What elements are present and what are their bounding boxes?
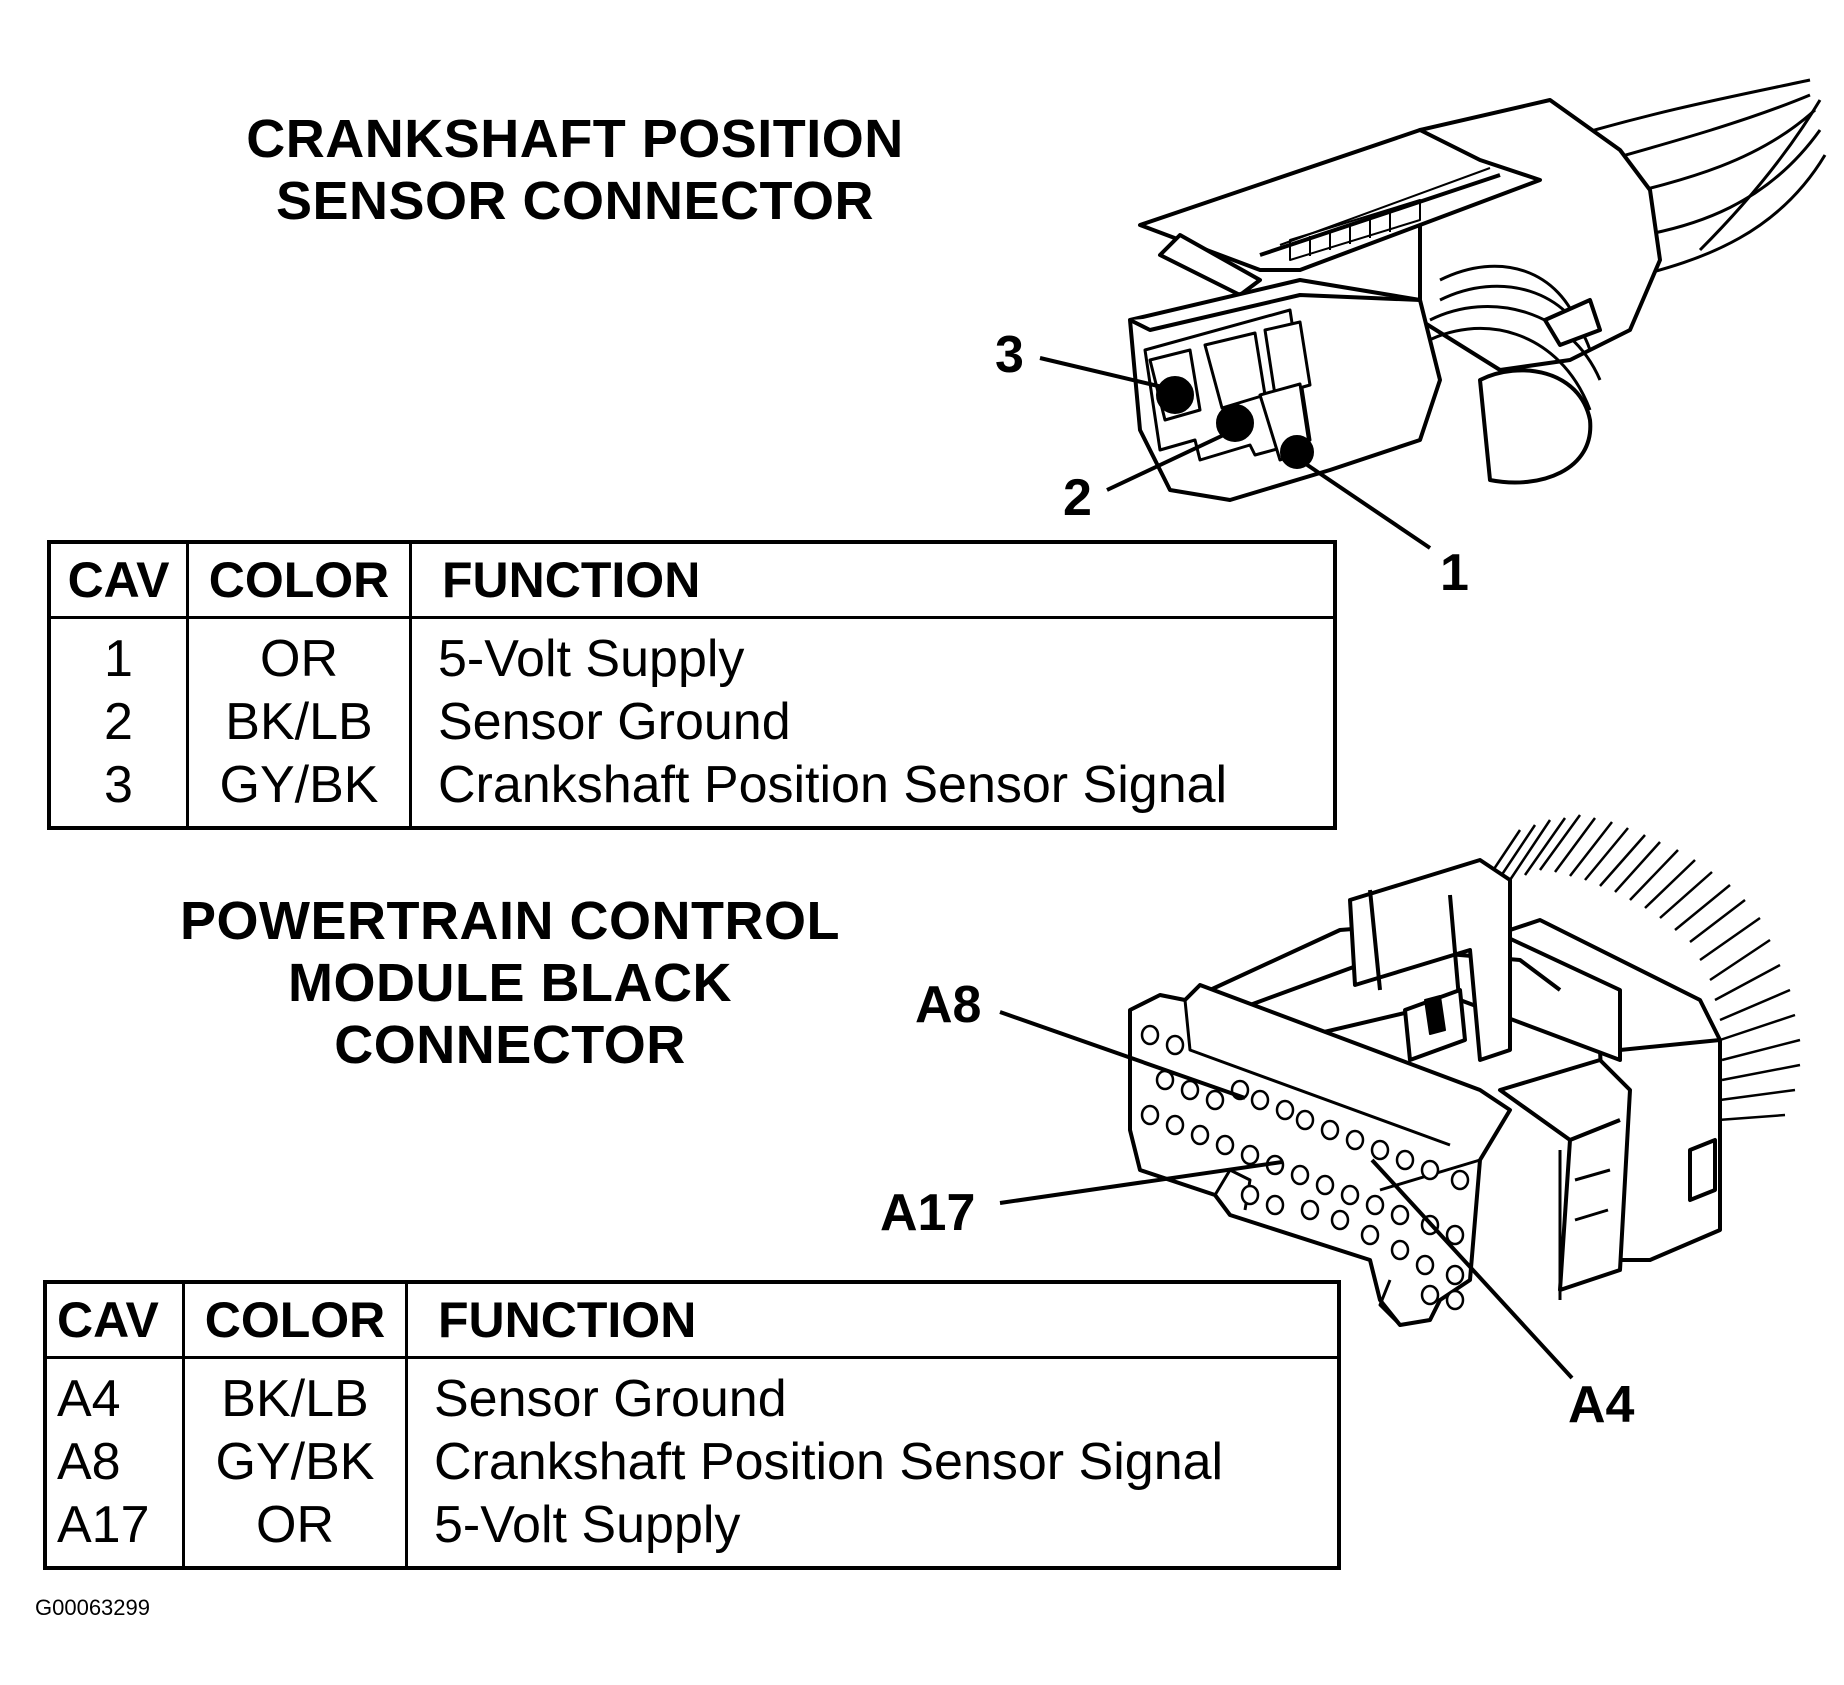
header-function: FUNCTION xyxy=(410,542,1335,619)
cell-color: OR xyxy=(183,1493,408,1568)
table-row: A4 BK/LB Sensor Ground xyxy=(45,1357,1339,1430)
cell-function: Sensor Ground xyxy=(438,692,791,751)
table-row: A8 GY/BK Crankshaft Position Sensor Sign… xyxy=(45,1430,1339,1493)
cell-function: Crankshaft Position Sensor Signal xyxy=(434,1432,1224,1491)
cell-function: Crankshaft Position Sensor Signal xyxy=(438,755,1228,814)
pcm-callout-a17: A17 xyxy=(880,1184,975,1242)
pcm-connector-drawing xyxy=(1128,814,1801,1327)
cell-color: BK/LB xyxy=(187,690,412,753)
table-header-row: CAV COLOR FUNCTION xyxy=(49,542,1335,619)
table-row: 1 OR 5-Volt Supply xyxy=(49,617,1335,690)
crankshaft-connector-drawing xyxy=(1128,78,1827,502)
header-function: FUNCTION xyxy=(406,1282,1339,1359)
crankshaft-callout-2: 2 xyxy=(1063,469,1092,527)
crankshaft-pinout-table: CAV COLOR FUNCTION 1 OR 5-Volt Supply 2 … xyxy=(47,540,1337,830)
crankshaft-title-line1: CRANKSHAFT POSITION xyxy=(246,109,904,169)
crankshaft-leader-lines xyxy=(1039,356,1432,550)
pcm-callout-a4: A4 xyxy=(1568,1376,1635,1434)
header-cav: CAV xyxy=(49,542,189,619)
crankshaft-connector-title: CRANKSHAFT POSITION SENSOR CONNECTOR xyxy=(215,108,935,232)
cell-cav: 1 xyxy=(49,617,189,690)
table-row: 2 BK/LB Sensor Ground xyxy=(49,690,1335,753)
crankshaft-title-line2: SENSOR CONNECTOR xyxy=(275,171,875,231)
cell-color: OR xyxy=(187,617,412,690)
cell-cav: A8 xyxy=(45,1430,185,1493)
table-row: A17 OR 5-Volt Supply xyxy=(45,1493,1339,1568)
pcm-leader-lines xyxy=(999,1010,1574,1380)
cell-function: Sensor Ground xyxy=(434,1369,787,1428)
header-color: COLOR xyxy=(187,542,412,619)
crankshaft-callout-1: 1 xyxy=(1440,544,1469,602)
table-row: 3 GY/BK Crankshaft Position Sensor Signa… xyxy=(49,753,1335,828)
cell-color: BK/LB xyxy=(183,1357,408,1430)
pcm-title-line3: CONNECTOR xyxy=(334,1015,686,1075)
pcm-connector-title: POWERTRAIN CONTROL MODULE BLACK CONNECTO… xyxy=(140,890,880,1076)
cell-color: GY/BK xyxy=(187,753,412,828)
header-color: COLOR xyxy=(183,1282,408,1359)
header-cav: CAV xyxy=(45,1282,185,1359)
pcm-pinout-table: CAV COLOR FUNCTION A4 BK/LB Sensor Groun… xyxy=(43,1280,1341,1570)
table-header-row: CAV COLOR FUNCTION xyxy=(45,1282,1339,1359)
pcm-title-line2: MODULE BLACK xyxy=(288,953,732,1013)
cell-cav: A17 xyxy=(45,1493,185,1568)
crankshaft-callout-3: 3 xyxy=(995,326,1024,384)
cell-cav: A4 xyxy=(45,1357,185,1430)
figure-code: G00063299 xyxy=(35,1595,150,1620)
pcm-title-line1: POWERTRAIN CONTROL xyxy=(180,891,840,951)
cell-function: 5-Volt Supply xyxy=(438,629,745,688)
cell-cav: 2 xyxy=(49,690,189,753)
pcm-callout-a8: A8 xyxy=(915,976,981,1034)
cell-function: 5-Volt Supply xyxy=(434,1495,741,1554)
cell-color: GY/BK xyxy=(183,1430,408,1493)
cell-cav: 3 xyxy=(49,753,189,828)
